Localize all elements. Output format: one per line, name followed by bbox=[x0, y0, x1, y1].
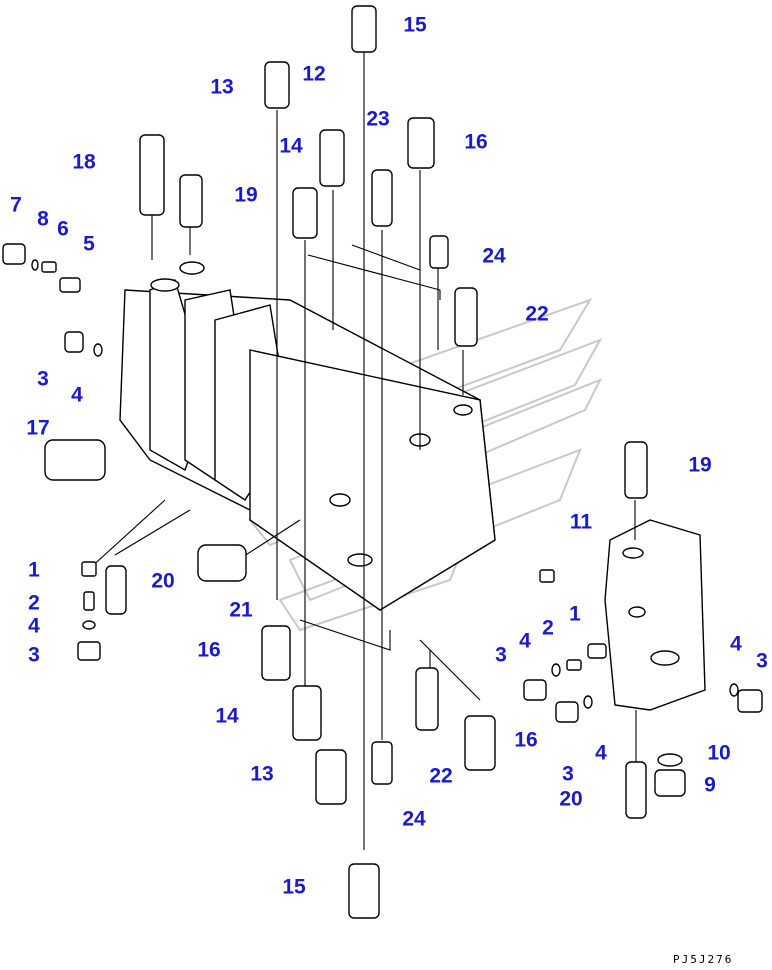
callout-4: 4 bbox=[28, 615, 40, 638]
callout-20: 20 bbox=[151, 570, 174, 593]
leader-lines bbox=[87, 50, 637, 850]
callout-13: 13 bbox=[250, 763, 273, 786]
callout-19: 19 bbox=[234, 184, 257, 207]
callout-11: 11 bbox=[570, 511, 593, 534]
callout-3: 3 bbox=[28, 644, 40, 667]
callout-4: 4 bbox=[595, 742, 607, 765]
callout-1: 1 bbox=[569, 603, 581, 626]
callout-3: 3 bbox=[495, 644, 507, 667]
callout-16: 16 bbox=[514, 729, 537, 752]
callout-4: 4 bbox=[519, 630, 531, 653]
callout-14: 14 bbox=[279, 135, 303, 158]
callout-10: 10 bbox=[707, 742, 730, 765]
callout-21: 21 bbox=[229, 599, 253, 622]
callout-22: 22 bbox=[429, 765, 452, 788]
main-valve-block bbox=[119, 261, 496, 611]
callout-14: 14 bbox=[215, 705, 239, 728]
callout-3: 3 bbox=[756, 650, 768, 673]
callout-12: 12 bbox=[302, 63, 325, 86]
callout-6: 6 bbox=[57, 218, 69, 241]
callout-23: 23 bbox=[366, 108, 389, 131]
callout-3: 3 bbox=[562, 763, 574, 786]
callout-16: 16 bbox=[197, 639, 220, 662]
callout-20: 20 bbox=[559, 788, 582, 811]
callout-24: 24 bbox=[482, 245, 506, 268]
callout-15: 15 bbox=[282, 876, 306, 899]
callout-4: 4 bbox=[71, 384, 83, 407]
callout-19: 19 bbox=[688, 454, 711, 477]
auxiliary-valve-block bbox=[604, 519, 706, 711]
callout-9: 9 bbox=[704, 774, 716, 797]
callout-7: 7 bbox=[10, 194, 22, 217]
callout-5: 5 bbox=[83, 233, 95, 256]
drawing-code: PJ5J276 bbox=[673, 953, 733, 966]
callout-2: 2 bbox=[28, 592, 40, 615]
callout-8: 8 bbox=[37, 208, 49, 231]
callout-15: 15 bbox=[403, 14, 427, 37]
components bbox=[2, 5, 763, 919]
callout-1: 1 bbox=[28, 559, 40, 582]
callout-13: 13 bbox=[210, 76, 233, 99]
callout-4: 4 bbox=[730, 633, 742, 656]
callout-24: 24 bbox=[402, 808, 426, 831]
callout-3: 3 bbox=[37, 368, 49, 391]
callout-2: 2 bbox=[542, 617, 554, 640]
callout-17: 17 bbox=[26, 417, 49, 440]
callout-22: 22 bbox=[525, 303, 548, 326]
callout-16: 16 bbox=[464, 131, 487, 154]
callout-18: 18 bbox=[72, 151, 96, 174]
